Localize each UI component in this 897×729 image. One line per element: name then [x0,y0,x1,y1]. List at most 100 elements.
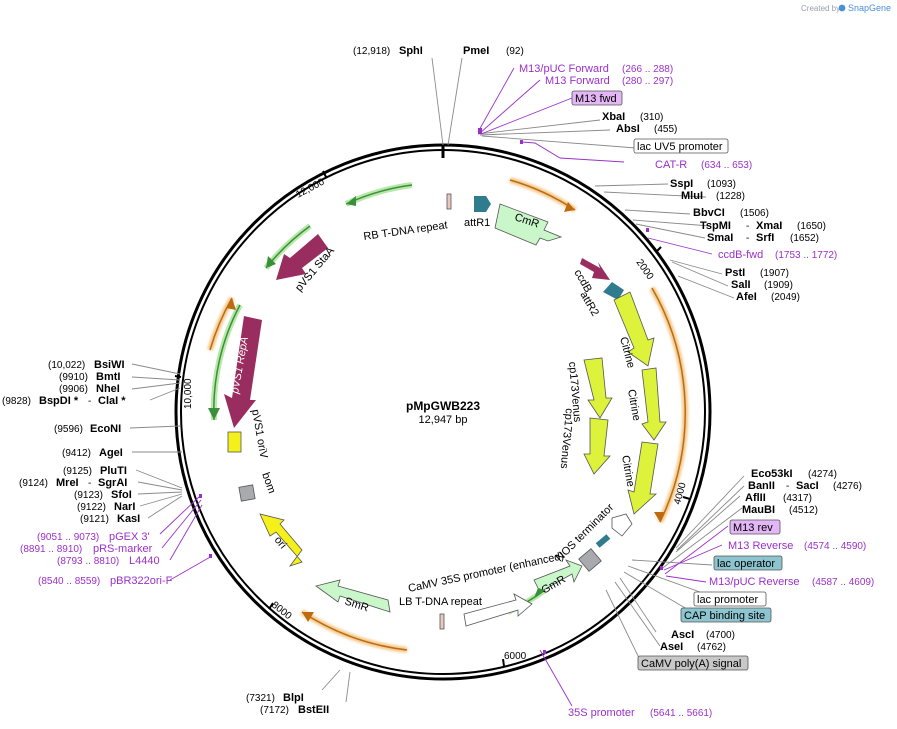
primer-cat-r-pos: (634 .. 653) [701,160,752,171]
site-bbvCI-pos: (1506) [740,208,769,219]
site-pmeI-name: PmeI [463,45,489,57]
site-ageI-pos: (9412) [62,448,91,459]
primer-ccdb-fwd-pos: (1753 .. 1772) [775,250,837,261]
site-tspMI-pos: (1650) [797,221,826,232]
site-sspI-pos: (1093) [707,179,736,190]
bom-marker [238,484,256,502]
site-xmaI-name: XmaI [756,220,782,232]
site-mreI-sep: - [88,478,91,489]
citrine-arrow-1 [613,291,655,367]
box-camv-polya-label: CaMV poly(A) signal [641,658,741,670]
leader-lines [129,57,745,703]
site-aflII-name: AflII [745,492,766,504]
primer-prs-marker-name: pRS-marker [93,543,153,555]
site-bspDI-name: BspDI * [39,395,79,407]
site-eco53kI-pos: (4274) [808,469,837,480]
primer-pgex3-name: pGEX 3' [109,531,150,543]
primer-l4440-name: L4440 [129,555,160,567]
site-afeI-name: AfeI [736,291,757,303]
tick-label-10000: 10,000 [183,378,194,409]
orf-arrowheads [208,196,664,622]
box-lacuv5-label: lac UV5 promoter [637,141,723,153]
orf-arcs [207,177,689,653]
site-afeI-pos: (2049) [771,292,800,303]
site-blpI-name: BlpI [283,692,304,704]
citrine-label-2: Citrine [625,388,642,421]
site-banII-sep: - [786,481,789,492]
box-lac-promoter-label: lac promoter [697,594,758,606]
pvs1-oriV-marker [227,431,242,453]
site-sfoI-name: SfoI [111,489,132,501]
site-pstI-pos: (1907) [760,268,789,279]
box-m13fwd-label: M13 fwd [575,93,617,105]
site-mluI-name: MluI [681,190,703,202]
site-aflII-pos: (4317) [783,493,812,504]
primer-ccdb-fwd-name: ccdB-fwd [718,249,763,261]
site-nheI-pos: (9906) [59,384,88,395]
site-blpI-pos: (7321) [246,693,275,704]
site-banII-pos: (4276) [833,481,862,492]
site-bmtI-name: BmtI [96,371,120,383]
site-absI-name: AbsI [616,123,640,135]
ccdB-arrow [580,258,610,280]
primer-35s-name: 35S promoter [568,707,635,719]
box-camv-polya: CaMV poly(A) signal [637,655,749,671]
site-srfI-name: SrfI [756,232,774,244]
attR1-label: attR1 [464,217,490,229]
site-absI-pos: (455) [654,124,677,135]
lb-repeat-marker [439,613,445,630]
snapgene-logo-icon [838,4,846,12]
site-ecoNI-name: EcoNI [90,423,121,435]
promoter-marker [578,548,602,572]
cp173venus-arrow-2 [583,417,611,475]
site-sgrAI-name: SgrAI [98,477,127,489]
site-ecoNI-pos: (9596) [54,424,83,435]
tick-label-2000: 2000 [634,257,656,282]
site-bsiWI-name: BsiWI [94,359,125,371]
tick-10000 [174,375,182,378]
ori-arrow [259,513,303,567]
box-m13rev: M13 rev [729,519,781,535]
plasmid-length: 12,947 bp [419,414,468,426]
citrine-arrow-2 [641,367,667,441]
rb-repeat-label: RB T-DNA repeat [363,219,449,243]
site-ageI-name: AgeI [99,447,123,459]
cmR-arrow [494,203,563,246]
tick-6000 [502,658,505,667]
tick-4000 [682,496,691,500]
primer-m13puc-forward-pos: (266 .. 288) [622,64,673,75]
plasmid-name: pMpGWB223 [406,399,480,413]
primer-m13puc-reverse-name: M13/pUC Reverse [709,576,799,588]
box-m13fwd: M13 fwd [571,90,623,106]
ccdB-label: ccdB [571,268,594,295]
primer-pbr322-name: pBR322ori-F [110,575,173,587]
gmR-arrow [533,559,583,593]
site-smaI-pos: (1652) [790,233,819,244]
primer-cat-r-name: CAT-R [655,159,687,171]
attR2-label: attR2 [577,290,601,319]
box-lac-promoter: lac promoter [693,591,767,607]
site-kasI-name: KasI [117,513,140,525]
site-aseI-name: AseI [660,641,683,653]
site-mauBI-name: MauBI [742,504,775,516]
tick-2000 [655,246,662,253]
primer-35s-pos: (5641 .. 5661) [650,708,712,719]
site-bbvCI-name: BbvCI [693,207,725,219]
pvs1-repA-arrow [224,316,262,428]
bom-label: bom [259,471,278,495]
site-sphI-name: SphI [399,45,423,57]
site-sphI: (12,918) SphI [353,45,423,57]
site-pmeI-pos: (92) [506,46,524,57]
credit-brand: SnapGene [848,3,891,13]
citrine-arrow-3 [627,441,659,515]
site-salI-name: SalI [731,279,751,291]
site-bmtI-pos: (9910) [59,372,88,383]
camv35s-arrow [463,593,533,627]
lb-repeat-label: LB T-DNA repeat [399,596,482,608]
site-smaI-name: SmaI [707,232,733,244]
tick-12000 [322,170,327,178]
primer-marks [199,128,663,654]
primer-pgex3-pos: (9051 .. 9073) [37,532,99,543]
smR-arrow [315,579,391,613]
box-m13rev-label: M13 rev [733,522,773,534]
